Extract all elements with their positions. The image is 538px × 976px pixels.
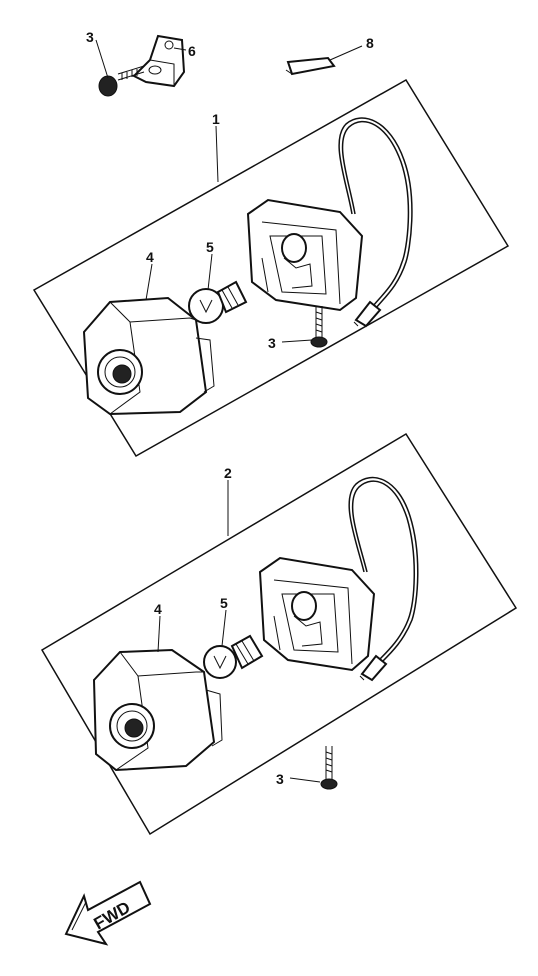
callout-1: 1 (212, 111, 220, 127)
callout-4-lower: 4 (154, 601, 162, 617)
lens-part-4-upper (82, 296, 215, 416)
screw-part-3-lower (320, 746, 338, 790)
bracket-part-6 (132, 34, 186, 88)
wire-lead-lower (348, 476, 419, 682)
wire-lead-upper (338, 117, 413, 328)
callout-3-upper: 3 (268, 335, 276, 351)
callout-8: 8 (366, 35, 374, 51)
screw-part-3-upper (310, 306, 328, 348)
callout-3-lower: 3 (276, 771, 284, 787)
assembly-box-2 (40, 432, 518, 836)
screw-part-3-top (98, 65, 145, 97)
callout-3-top: 3 (86, 29, 94, 45)
bulb-part-5-upper (188, 280, 248, 324)
lens-part-4-lower (92, 648, 223, 772)
fwd-arrow: FWD (64, 880, 152, 946)
callout-6: 6 (188, 43, 196, 59)
housing-upper (246, 198, 364, 312)
callout-2: 2 (224, 465, 232, 481)
bulb-part-5-lower (203, 634, 264, 679)
callout-5-lower: 5 (220, 595, 228, 611)
callout-5-upper: 5 (206, 239, 214, 255)
leader-lines (95, 39, 363, 783)
callout-labels: 3 6 8 1 4 5 3 2 4 5 3 (86, 29, 374, 787)
label-part-8 (285, 56, 336, 76)
callout-4-upper: 4 (146, 249, 154, 265)
housing-lower (258, 556, 376, 672)
